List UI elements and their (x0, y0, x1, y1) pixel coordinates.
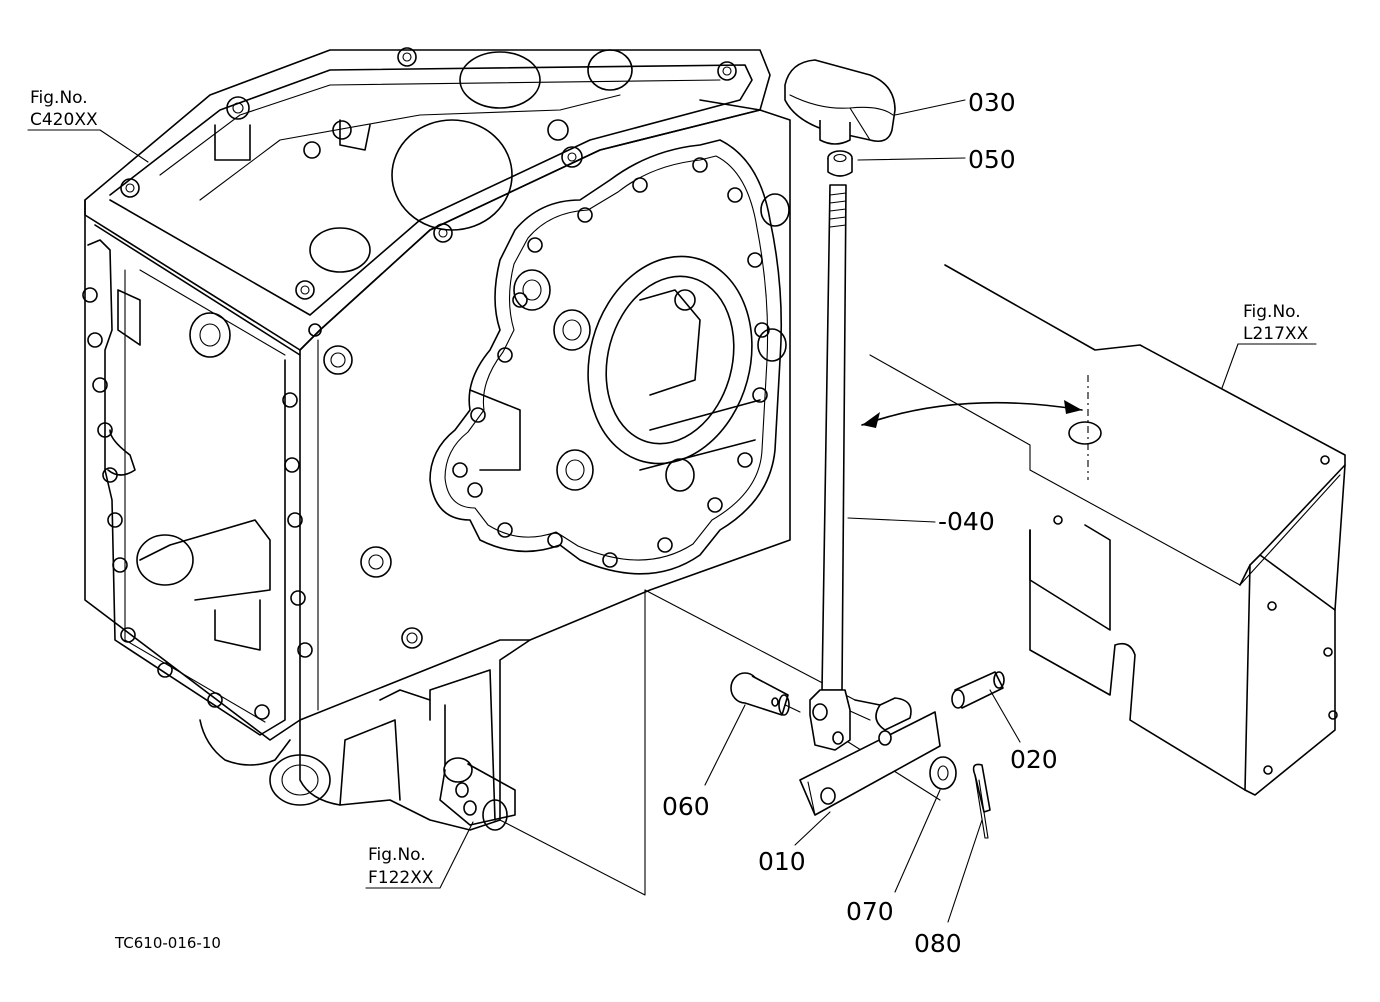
part-050-nut (827, 150, 853, 177)
part-label-020: 020 (1010, 745, 1058, 774)
transmission-housing (82, 47, 791, 831)
step-panel (861, 264, 1346, 796)
fig-ref-c420-line1: Fig.No. (30, 88, 88, 108)
part-040-rod (809, 184, 851, 751)
part-060-pin (730, 672, 790, 716)
fig-ref-l217-line1: Fig.No. (1243, 302, 1301, 322)
part-label-050: 050 (968, 145, 1016, 174)
fig-ref-l217-line2: L217XX (1243, 324, 1309, 344)
figure-references: Fig.No. C420XX Fig.No. L217XX Fig.No. F1… (30, 88, 1309, 888)
fig-ref-f122-line2: F122XX (368, 868, 434, 888)
part-070-washer (929, 756, 957, 790)
part-label-070: 070 (846, 897, 894, 926)
part-label-060: 060 (662, 792, 710, 821)
figure-code: TC610-016-10 (114, 934, 221, 952)
part-080-cotter-pin (972, 763, 991, 839)
fig-ref-c420-line2: C420XX (30, 110, 98, 130)
part-label-080: 080 (914, 929, 962, 958)
part-labels: 030 050 -040 020 060 010 070 080 (662, 88, 1058, 958)
part-label-030: 030 (968, 88, 1016, 117)
part-label-010: 010 (758, 847, 806, 876)
part-020-pin (951, 671, 1005, 709)
leader-lines (27, 99, 1317, 923)
fig-ref-f122-line1: Fig.No. (368, 845, 426, 865)
part-label-040: -040 (938, 507, 995, 536)
part-010-lever (799, 697, 941, 816)
part-030-knob (784, 59, 896, 145)
